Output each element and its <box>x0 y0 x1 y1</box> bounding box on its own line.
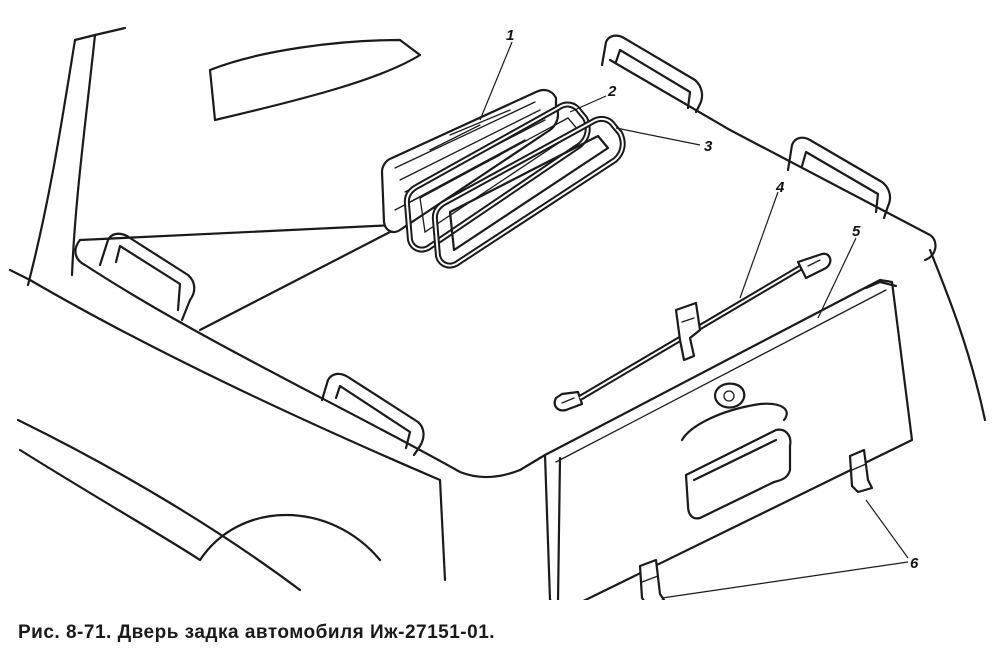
handle-right-front <box>786 136 892 220</box>
car-body-outline <box>8 26 987 592</box>
cargo-deck <box>74 58 937 479</box>
handle-right-rear <box>600 34 704 114</box>
callout-4: 4 <box>775 179 785 196</box>
callout-6: 6 <box>910 555 919 572</box>
part-6-hinge-right <box>848 448 874 494</box>
part-4-door-strap <box>553 252 832 412</box>
callout-3: 3 <box>704 138 713 155</box>
part-6-hinge-left <box>638 558 666 600</box>
part-5-tailgate <box>543 278 914 600</box>
callout-2: 2 <box>607 83 617 100</box>
callout-1: 1 <box>506 27 514 44</box>
leader-lines <box>479 41 909 599</box>
handle-left-front <box>320 372 425 457</box>
rear-door-diagram: 1 2 3 4 5 6 <box>8 26 987 600</box>
figure-caption: Рис. 8-71. Дверь задка автомобиля Иж-271… <box>18 622 496 643</box>
callout-5: 5 <box>852 223 861 240</box>
handle-left-rear <box>98 232 196 322</box>
part-3-window-seal <box>431 115 626 269</box>
